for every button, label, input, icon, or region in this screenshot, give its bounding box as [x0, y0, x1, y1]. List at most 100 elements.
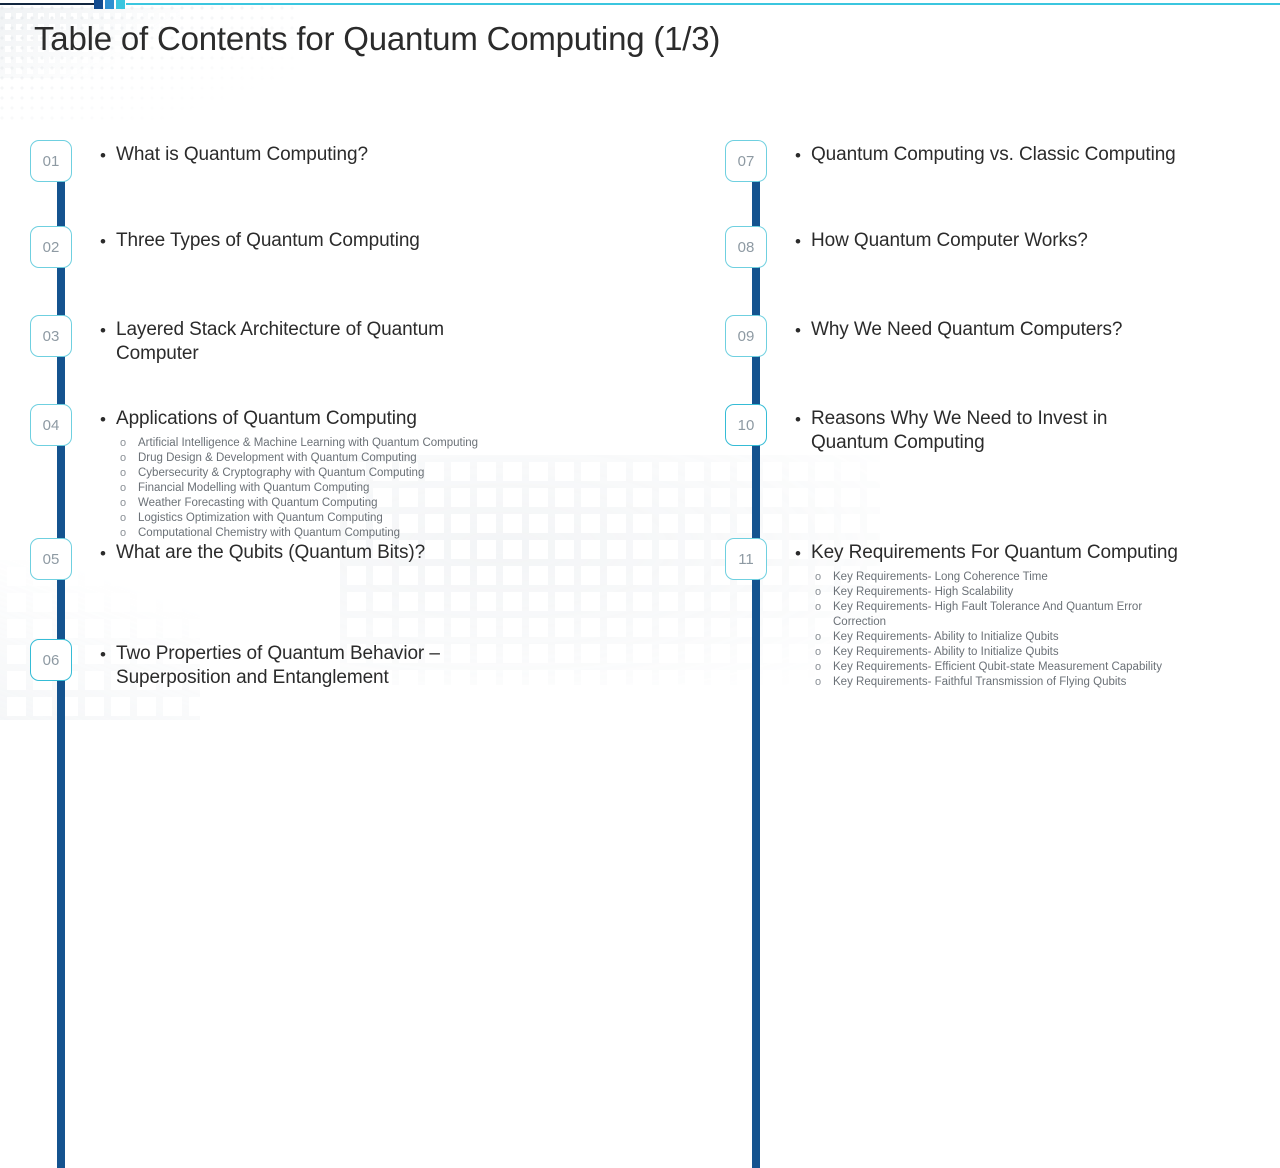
toc-item-02[interactable]: 02 • Three Types of Quantum Computing [30, 226, 420, 268]
toc-subitem-label: Weather Forecasting with Quantum Computi… [138, 497, 378, 509]
toc-subitem[interactable]: o Key Requirements- Faithful Transmission… [815, 675, 1193, 690]
toc-item-label[interactable]: What is Quantum Computing? [116, 144, 368, 165]
toc-subitem[interactable]: o Weather Forecasting with Quantum Comput… [120, 496, 478, 511]
toc-item-main-line: • Layered Stack Architecture of Quantum C… [100, 318, 486, 366]
toc-number-badge: 01 [30, 140, 72, 182]
toc-number-badge: 07 [725, 140, 767, 182]
toc-item-08[interactable]: 08 • How Quantum Computer Works? [725, 226, 1088, 268]
sub-bullet-icon: o [815, 571, 822, 583]
toc-item-label[interactable]: Quantum Computing vs. Classic Computing [811, 144, 1176, 165]
toc-item-01[interactable]: 01 • What is Quantum Computing? [30, 140, 368, 182]
toc-subitem[interactable]: o Key Requirements- High Scalability [815, 585, 1193, 600]
toc-subitem[interactable]: o Key Requirements- Ability to Initialize… [815, 645, 1193, 660]
toc-item-07[interactable]: 07 • Quantum Computing vs. Classic Computi… [725, 140, 1176, 182]
toc-number-badge: 02 [30, 226, 72, 268]
toc-subitem-label: Artificial Intelligence & Machine Learni… [138, 437, 479, 449]
toc-subitem-label: Key Requirements- Faithful Transmission … [833, 675, 1127, 688]
toc-item-label[interactable]: How Quantum Computer Works? [811, 230, 1088, 251]
toc-item-body: • What are the Qubits (Quantum Bits)? [100, 538, 425, 566]
toc-number-badge: 08 [725, 226, 767, 268]
sub-bullet-icon: o [815, 675, 822, 688]
sub-bullet-icon: o [815, 660, 822, 673]
toc-subitem[interactable]: o Key Requirements- Efficient Qubit-state… [815, 660, 1193, 675]
toc-item-body: • Reasons Why We Need to Invest in Quantu… [795, 404, 1181, 455]
page-title: Table of Contents for Quantum Computing … [34, 20, 721, 57]
bullet-icon: • [795, 146, 801, 165]
toc-item-body: • Layered Stack Architecture of Quantum C… [100, 315, 486, 366]
toc-number-badge: 03 [30, 315, 72, 357]
toc-item-main-line: • Two Properties of Quantum Behavior – Su… [100, 642, 486, 690]
toc-item-label[interactable]: Layered Stack Architecture of Quantum Co… [116, 319, 444, 364]
toc-item-body: • Two Properties of Quantum Behavior – Su… [100, 639, 486, 690]
toc-item-06[interactable]: 06 • Two Properties of Quantum Behavior – … [30, 639, 486, 690]
toc-subitem-label: Key Requirements- High Fault Tolerance A… [833, 601, 1143, 628]
toc-number-badge: 10 [725, 404, 767, 446]
toc-item-05[interactable]: 05 • What are the Qubits (Quantum Bits)? [30, 538, 425, 580]
toc-item-body: • Applications of Quantum Computing o Artif… [100, 404, 478, 541]
sub-bullet-icon: o [120, 482, 127, 494]
sub-bullet-icon: o [120, 497, 127, 509]
bullet-icon: • [100, 410, 106, 429]
bullet-icon: • [100, 232, 106, 251]
toc-item-body: • How Quantum Computer Works? [795, 226, 1088, 254]
toc-subitem-label: Key Requirements- Efficient Qubit-state … [833, 660, 1162, 673]
toc-item-main-line: • Why We Need Quantum Computers? [795, 318, 1122, 343]
toc-subitem-label: Logistics Optimization with Quantum Comp… [138, 512, 383, 524]
bullet-icon: • [100, 146, 106, 165]
toc-subitem[interactable]: o Financial Modelling with Quantum Comput… [120, 481, 478, 496]
toc-subitem-label: Key Requirements- Ability to Initialize … [833, 645, 1059, 658]
toc-subitem-label: Computational Chemistry with Quantum Com… [138, 527, 401, 539]
toc-item-03[interactable]: 03 • Layered Stack Architecture of Quantum… [30, 315, 486, 366]
bullet-icon: • [795, 544, 801, 563]
bullet-icon: • [100, 544, 106, 563]
toc-item-main-line: • Reasons Why We Need to Invest in Quantu… [795, 407, 1181, 455]
toc-item-label[interactable]: What are the Qubits (Quantum Bits)? [116, 542, 426, 563]
sub-bullet-icon: o [815, 601, 822, 613]
toc-subitem-label: Financial Modelling with Quantum Computi… [138, 482, 370, 494]
bullet-icon: • [100, 645, 106, 664]
toc-item-label[interactable]: Two Properties of Quantum Behavior – Sup… [116, 643, 440, 688]
toc-item-label[interactable]: Three Types of Quantum Computing [116, 230, 420, 251]
toc-number-badge: 06 [30, 639, 72, 681]
toc-item-09[interactable]: 09 • Why We Need Quantum Computers? [725, 315, 1122, 357]
bullet-icon: • [795, 410, 801, 429]
top-accent-bar [0, 0, 1280, 10]
toc-item-label[interactable]: Applications of Quantum Computing [116, 408, 417, 429]
toc-item-label[interactable]: Reasons Why We Need to Invest in Quantum… [811, 408, 1108, 453]
toc-number-badge: 11 [725, 538, 767, 580]
toc-item-10[interactable]: 10 • Reasons Why We Need to Invest in Quan… [725, 404, 1181, 455]
toc-item-11[interactable]: 11 • Key Requirements For Quantum Computin… [725, 538, 1193, 690]
bullet-icon: • [795, 321, 801, 340]
toc-item-label[interactable]: Key Requirements For Quantum Computing [811, 542, 1178, 563]
toc-item-label[interactable]: Why We Need Quantum Computers? [811, 319, 1123, 340]
sub-bullet-icon: o [815, 586, 822, 598]
accent-square-cyan-icon [116, 0, 125, 9]
accent-line-cyan [126, 3, 1280, 5]
accent-square-mid-blue-icon [105, 0, 114, 9]
bullet-icon: • [100, 321, 106, 340]
toc-item-main-line: • Applications of Quantum Computing [100, 407, 478, 432]
toc-sublist: o Artificial Intelligence & Machine Learn… [120, 436, 478, 541]
accent-line-dark [0, 3, 94, 5]
sub-bullet-icon: o [120, 452, 127, 464]
sub-bullet-icon: o [120, 467, 127, 479]
toc-number-badge: 05 [30, 538, 72, 580]
toc-subitem[interactable]: o Key Requirements- High Fault Tolerance … [815, 600, 1193, 629]
toc-subitem-label: Key Requirements- High Scalability [833, 586, 1014, 598]
toc-item-main-line: • Key Requirements For Quantum Computing [795, 541, 1193, 566]
accent-square-dark-blue-icon [94, 0, 103, 9]
sub-bullet-icon: o [815, 630, 822, 643]
toc-item-body: • Three Types of Quantum Computing [100, 226, 420, 254]
toc-number-badge: 09 [725, 315, 767, 357]
bullet-icon: • [795, 232, 801, 251]
sub-bullet-icon: o [815, 645, 822, 658]
toc-item-body: • Key Requirements For Quantum Computing o… [795, 538, 1193, 690]
